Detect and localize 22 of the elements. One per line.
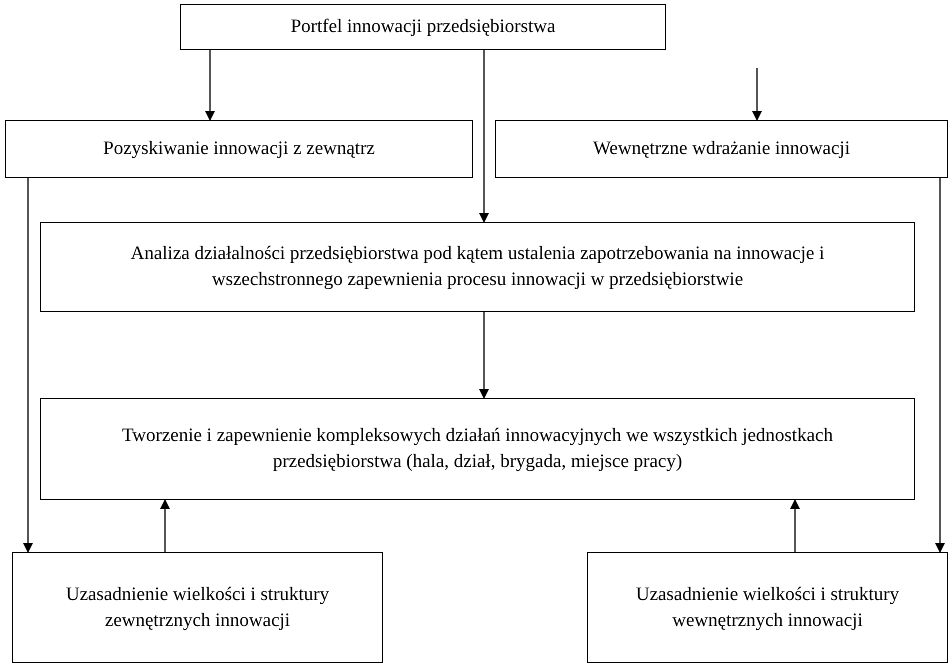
box-text: Pozyskiwanie innowacji z zewnątrz bbox=[103, 137, 375, 161]
arrow bbox=[479, 312, 489, 399]
arrow bbox=[160, 499, 170, 552]
process-box bbox=[587, 552, 948, 663]
process-box bbox=[40, 222, 915, 312]
process-box bbox=[495, 120, 948, 178]
process-box bbox=[180, 4, 666, 50]
arrow bbox=[205, 50, 215, 121]
arrow bbox=[935, 178, 945, 553]
process-box bbox=[5, 120, 473, 178]
arrow bbox=[752, 68, 762, 121]
box-text: Tworzenie i zapewnienie kompleksowych działań innowacyjnych we wszystkich jednostkach przedsiębiorstwa (hala, dział, brygada, miejsce pracy) bbox=[121, 424, 834, 474]
box-text: Wewnętrzne wdrażanie innowacji bbox=[593, 137, 850, 161]
box-text: Analiza działalności przedsiębiorstwa pod kątem ustalenia zapotrzebowania na innowacje i wszechstronnego zapewnienia procesu innowacji w przedsiębiorstwie bbox=[130, 242, 826, 292]
arrow bbox=[790, 499, 800, 552]
box-text: Uzasadnienie wielkości i struktury wewnętrznych innowacji bbox=[634, 582, 900, 632]
process-box bbox=[12, 552, 383, 663]
process-box bbox=[40, 398, 915, 500]
box-text: Portfel innowacji przedsiębiorstwa bbox=[290, 15, 556, 39]
arrow bbox=[479, 50, 489, 223]
arrow bbox=[23, 178, 33, 553]
box-text: Uzasadnienie wielkości i struktury zewnętrznych innowacji bbox=[64, 582, 330, 632]
